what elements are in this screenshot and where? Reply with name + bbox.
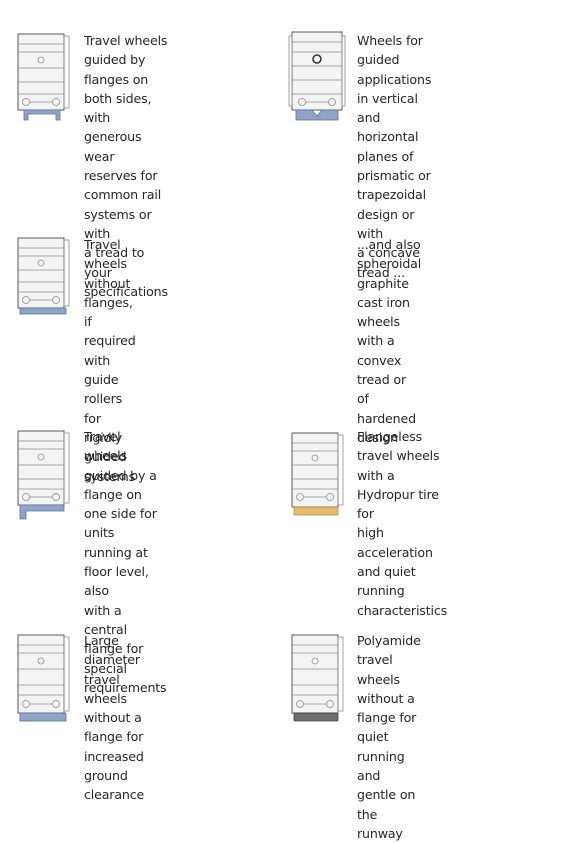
double-flange-wheel-block-icon — [17, 33, 70, 121]
polyamide-wheel-block-icon — [291, 634, 344, 722]
product-description: Large diameter travel wheels without a f… — [84, 633, 145, 803]
product-description: Polyamide travel wheels without a flange… — [357, 633, 421, 841]
single-flange-wheel-block-icon — [17, 430, 70, 520]
product-description: Flangeless travel wheels with a Hydropur… — [357, 429, 448, 618]
hydropur-tire-wheel-block-icon — [291, 432, 344, 516]
product-description: Travel wheels guided by a flange on one … — [84, 429, 167, 695]
large-diameter-wheel-block-icon — [17, 634, 70, 722]
product-description: Travel wheels guided by flanges on both … — [84, 33, 168, 299]
product-description: ...and also spheroidal graphite cast iro… — [357, 237, 422, 445]
product-description: Travel wheels without flanges, if requir… — [84, 237, 136, 484]
guided-applications-wheel-block-icon — [288, 31, 346, 121]
product-description: Wheels for guided applications in vertic… — [357, 33, 432, 280]
flangeless-wheel-block-icon — [17, 237, 70, 315]
